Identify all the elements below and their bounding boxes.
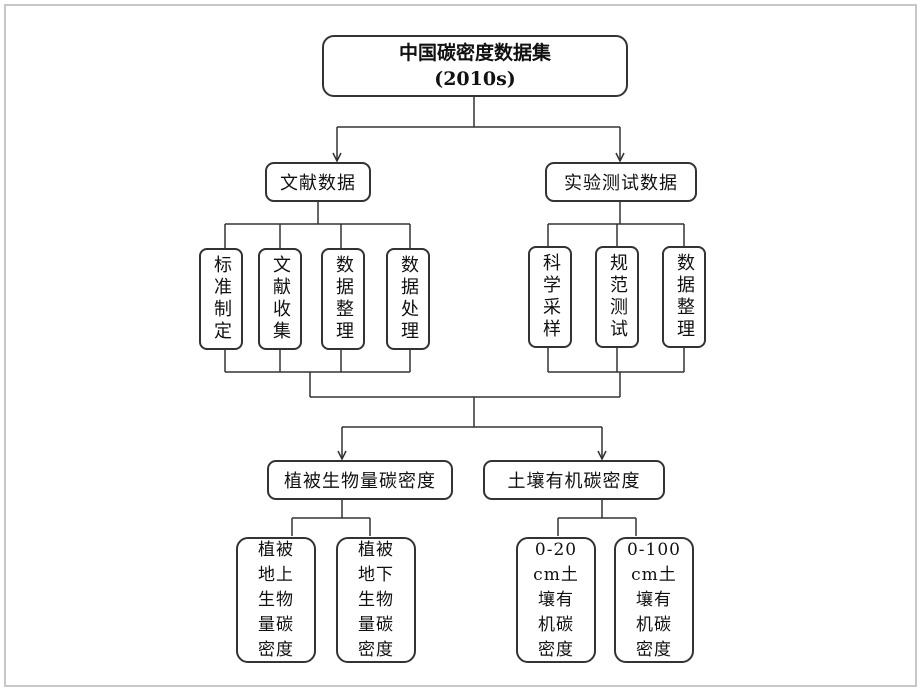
- experiment-step-box: 数据整理: [662, 246, 706, 348]
- dataset-period: (2010s): [434, 68, 516, 90]
- literature-step-box: 标准制定: [199, 248, 243, 350]
- experiment-data-box: 实验测试数据: [545, 162, 697, 202]
- dataset-title: 中国碳密度数据集: [398, 42, 551, 64]
- literature-data-label: 文献数据: [280, 173, 356, 194]
- literature-data-box: 文献数据: [265, 162, 371, 202]
- experiment-data-label: 实验测试数据: [564, 173, 678, 194]
- belowground-biomass-label: 植被 地下 生物 量碳 密度: [358, 539, 394, 660]
- soil-0-20cm-label: 0-20 cm土 壤有 机碳 密度: [533, 539, 579, 660]
- soil-0-100cm-box: 0-100 cm土 壤有 机碳 密度: [614, 537, 694, 663]
- aboveground-biomass-box: 植被 地上 生物 量碳 密度: [236, 537, 316, 663]
- experiment-step-label: 数据整理: [674, 253, 695, 341]
- literature-step-box: 文献收集: [258, 248, 302, 350]
- vegetation-carbon-label: 植被生物量碳密度: [284, 471, 436, 492]
- literature-step-label: 文献收集: [270, 255, 291, 343]
- literature-step-label: 数据整理: [333, 255, 354, 343]
- soil-0-20cm-box: 0-20 cm土 壤有 机碳 密度: [516, 537, 596, 663]
- diagram-frame: [4, 4, 917, 687]
- experiment-step-label: 科学采样: [540, 253, 561, 341]
- soil-0-100cm-label: 0-100 cm土 壤有 机碳 密度: [626, 539, 681, 660]
- experiment-step-box: 规范测试: [595, 246, 639, 348]
- belowground-biomass-box: 植被 地下 生物 量碳 密度: [336, 537, 416, 663]
- soil-carbon-box: 土壤有机碳密度: [483, 460, 665, 500]
- literature-step-box: 数据处理: [386, 248, 430, 350]
- experiment-step-label: 规范测试: [607, 253, 628, 341]
- soil-carbon-label: 土壤有机碳密度: [507, 471, 641, 492]
- experiment-step-box: 科学采样: [528, 246, 572, 348]
- vegetation-carbon-box: 植被生物量碳密度: [267, 460, 453, 500]
- dataset-title-box: 中国碳密度数据集 (2010s): [322, 35, 628, 97]
- literature-step-label: 数据处理: [398, 255, 419, 343]
- literature-step-box: 数据整理: [321, 248, 365, 350]
- aboveground-biomass-label: 植被 地上 生物 量碳 密度: [258, 539, 294, 660]
- literature-step-label: 标准制定: [211, 255, 232, 343]
